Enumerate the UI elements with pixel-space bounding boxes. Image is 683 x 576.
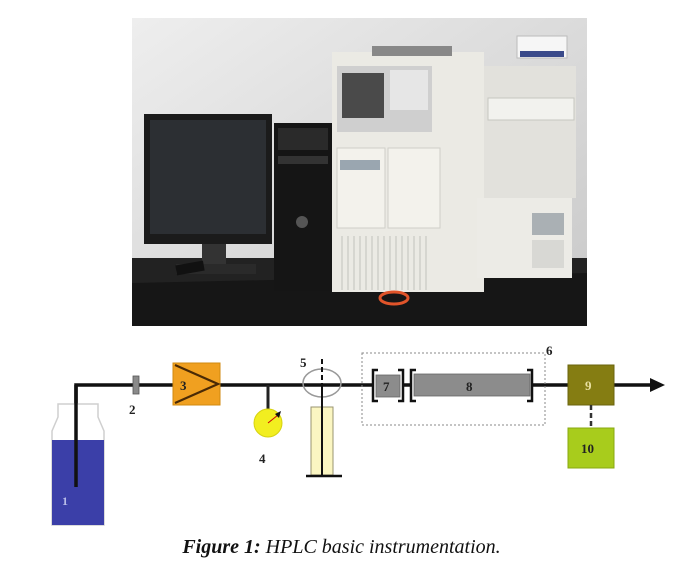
label-3: 3	[180, 378, 187, 393]
label-5: 5	[300, 355, 307, 370]
injector: 5	[300, 355, 342, 478]
hplc-separations-module	[332, 46, 484, 306]
flow-arrow-icon	[650, 378, 665, 392]
label-9: 9	[585, 378, 592, 393]
pc-tower	[274, 123, 332, 291]
label-8: 8	[466, 379, 473, 394]
pressure-gauge: 4	[253, 385, 283, 466]
hplc-photo	[132, 18, 587, 326]
caption-text: HPLC basic instrumentation.	[260, 536, 501, 558]
pump: 3	[172, 362, 221, 406]
label-2: 2	[129, 402, 136, 417]
label-6: 6	[546, 343, 553, 358]
guard-column: 7	[371, 368, 405, 403]
caption-prefix: Figure 1:	[182, 536, 261, 558]
flow-line	[74, 383, 652, 487]
computer-monitor	[144, 114, 272, 274]
hplc-schematic: 1 2 3 4 5 6 7	[51, 343, 665, 526]
hplc-detector	[477, 35, 576, 278]
label-1: 1	[62, 494, 68, 508]
label-4: 4	[259, 451, 266, 466]
column-oven: 6	[361, 343, 553, 426]
analytical-column: 8	[409, 368, 534, 403]
detector: 9	[567, 364, 615, 406]
label-7: 7	[383, 379, 390, 394]
data-system: 10	[567, 427, 615, 469]
figure-caption: Figure 1: HPLC basic instrumentation.	[0, 536, 683, 559]
label-10: 10	[581, 441, 594, 456]
solvent-fill	[52, 440, 104, 525]
solvent-reservoir: 1	[51, 385, 105, 526]
inline-filter: 2	[129, 375, 140, 417]
